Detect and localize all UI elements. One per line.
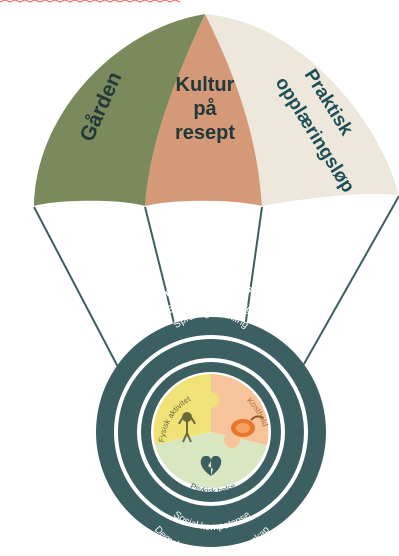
line-3 (243, 206, 263, 336)
top-decoration (0, 0, 181, 3)
line-2 (144, 206, 178, 336)
puzzle-knob-1 (203, 392, 219, 408)
canopy-panel-center (145, 14, 262, 207)
canopy-bottom-scallops (33, 193, 399, 209)
broken-heart-icon (200, 455, 222, 476)
puzzle-piece-yellow (153, 374, 211, 445)
suspension-lines (33, 195, 399, 368)
jump-rope-icon (178, 412, 196, 443)
label-kultur-line3: resept (175, 122, 235, 144)
puzzle-knob-2 (224, 432, 240, 448)
orange-fruit-icon (231, 415, 264, 437)
line-4 (303, 195, 399, 365)
inclusion-circle: Inkluderende praksis Begynneropplæring S… (96, 273, 326, 556)
label-kultur-line2: på (193, 97, 217, 120)
canopy-panel-right (205, 14, 399, 207)
label-kultur-line1: Kultur (176, 74, 235, 96)
puzzle-knob-3 (178, 437, 194, 453)
canopy-panel-left (34, 14, 205, 207)
parachute-canopy (33, 14, 399, 209)
line-1 (33, 206, 119, 368)
